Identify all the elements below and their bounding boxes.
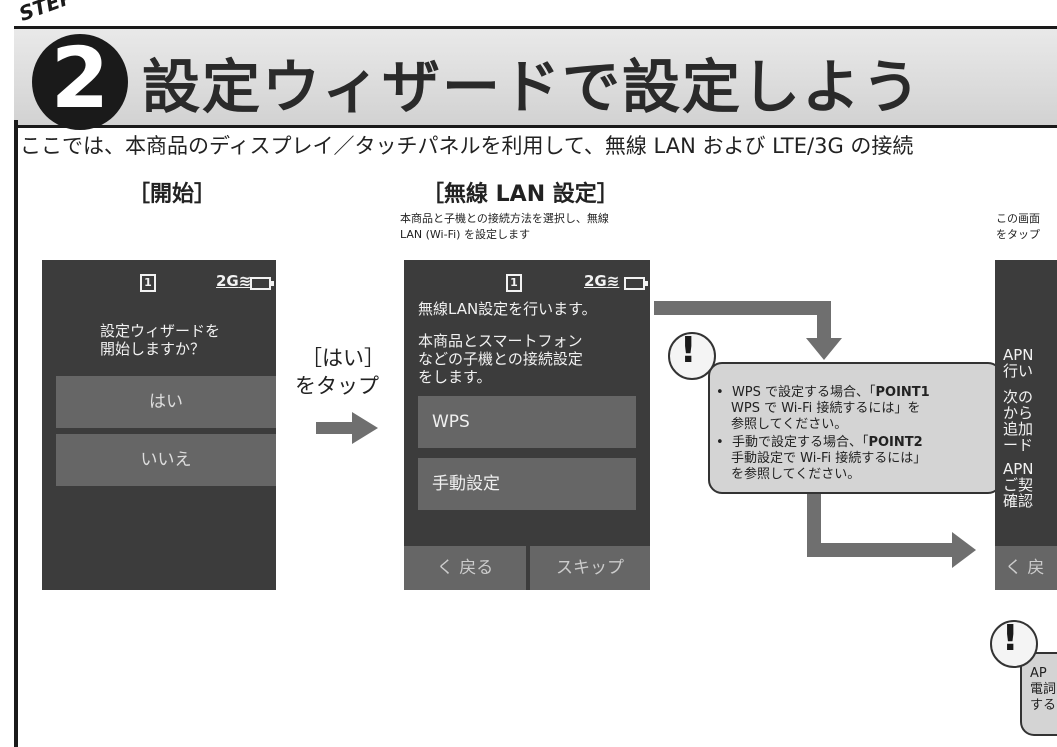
right-arrow-icon <box>316 412 378 444</box>
apn-callout <box>1020 652 1057 736</box>
apn-desc-1: この画面 <box>996 212 1040 225</box>
apn-text-2: 行い <box>1003 362 1034 380</box>
apn-text-4: から <box>1003 404 1034 422</box>
header-band <box>14 26 1057 128</box>
start-heading: ［開始］ <box>128 182 217 207</box>
wlan-text-2: 本商品とスマートフォン <box>418 332 583 350</box>
callout-bullet2-line2: 手動設定で Wi-Fi 接続するには」 <box>731 451 927 466</box>
sim-icon: 1 <box>506 272 522 292</box>
callout-bullet1-line1: • WPS で設定する場合、「POINT1 <box>716 385 930 400</box>
left-margin-rule <box>14 120 18 747</box>
apn-text-1: APN <box>1003 346 1034 364</box>
apn-text-9: 確認 <box>1003 492 1034 510</box>
wlan-heading: ［無線 LAN 設定］ <box>422 182 619 207</box>
apn-text-5: 追加 <box>1003 420 1034 438</box>
exclamation-icon: ! <box>680 330 697 371</box>
signal-icon: 2G≋ <box>216 272 252 290</box>
info-icon <box>668 332 716 380</box>
no-button[interactable]: いいえ <box>56 434 276 486</box>
wlan-screen: 1 2G≋ 無線LAN設定を行います。 本商品とスマートフォン などの子機との接… <box>404 260 650 590</box>
info-icon <box>990 620 1038 668</box>
apn-text-6: ード <box>1003 436 1034 454</box>
apn-note-2: 電詞 <box>1030 682 1057 697</box>
callout-bullet1-line2: WPS で Wi-Fi 接続するには」を <box>731 401 921 416</box>
wlan-desc-1: 本商品と子機との接続方法を選択し、無線 <box>400 212 609 225</box>
tap-yes-label-2: をタップ <box>295 374 379 398</box>
wlan-desc-2: LAN (Wi-Fi) を設定します <box>400 228 530 241</box>
tap-yes-label-1: ［はい］ <box>301 346 385 370</box>
step-number: 2 <box>50 29 110 127</box>
apn-back-button[interactable]: く 戻 <box>995 546 1057 590</box>
manual-setup-button[interactable]: 手動設定 <box>418 458 636 510</box>
exclamation-icon: ! <box>1002 618 1019 659</box>
apn-note-3: する <box>1030 698 1057 713</box>
wlan-text-4: をします。 <box>418 368 492 386</box>
signal-icon: 2G≋ <box>584 272 620 290</box>
wps-button[interactable]: WPS <box>418 396 636 448</box>
sim-icon: 1 <box>140 272 156 292</box>
apn-text-8: ご契 <box>1003 476 1034 494</box>
callout-bullet1-line3: 参照してください。 <box>731 417 848 432</box>
apn-note-1: AP <box>1030 666 1047 681</box>
yes-button[interactable]: はい <box>56 376 276 428</box>
step-badge <box>32 34 128 130</box>
apn-text-3: 次の <box>1003 388 1034 406</box>
apn-desc-2: をタップ <box>996 228 1040 241</box>
callout-bullet2-line1: • 手動で設定する場合、「POINT2 <box>716 435 923 450</box>
battery-icon <box>250 277 274 290</box>
wps-callout <box>708 362 1002 494</box>
skip-button[interactable]: スキップ <box>530 546 650 590</box>
intro-text: ここでは、本商品のディスプレイ／タッチパネルを利用して、無線 LAN および L… <box>20 134 914 158</box>
back-button[interactable]: く 戻る <box>404 546 526 590</box>
wlan-text-1: 無線LAN設定を行います。 <box>418 300 597 318</box>
start-screen: 1 2G≋ 設定ウィザードを 開始しますか？ はい いいえ <box>42 260 276 590</box>
step-label: STEP <box>15 0 77 26</box>
start-question-2: 開始しますか？ <box>100 340 206 358</box>
flow-arrows <box>654 301 976 568</box>
battery-icon <box>624 277 648 290</box>
apn-screen: APN 行い 次の から 追加 ード APN ご契 確認 く 戻 <box>995 260 1057 590</box>
callout-bullet2-line3: を参照してください。 <box>731 467 861 482</box>
page-title: 設定ウィザードで設定しよう <box>142 53 923 121</box>
wlan-text-3: などの子機との接続設定 <box>418 350 583 368</box>
start-question-1: 設定ウィザードを <box>100 322 221 340</box>
apn-text-7: APN <box>1003 460 1034 478</box>
